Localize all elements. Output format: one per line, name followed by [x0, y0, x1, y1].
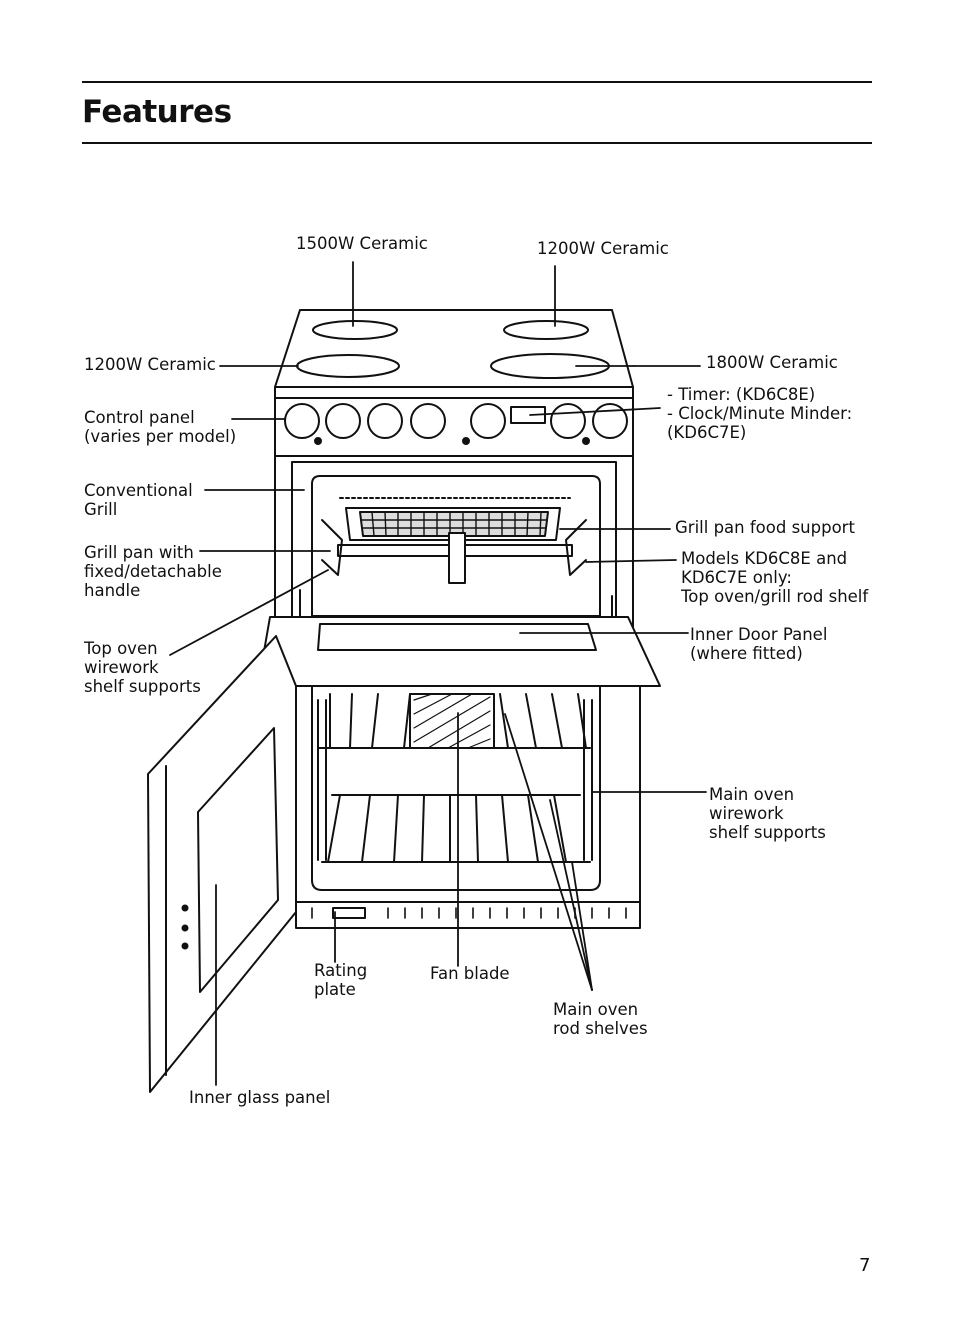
label-conventional-grill: Conventional Grill	[84, 481, 193, 519]
page-title: Features	[82, 94, 232, 130]
hob-ring-front-left	[296, 354, 400, 378]
label-inner-glass-panel: Inner glass panel	[189, 1088, 331, 1107]
label-hob-rear-right: 1200W Ceramic	[537, 239, 669, 258]
hob-ring-rear-right	[503, 320, 589, 340]
label-grill-pan: Grill pan with fixed/detachable handle	[84, 543, 222, 600]
label-hob-front-right: 1800W Ceramic	[706, 353, 838, 372]
page-number: 7	[859, 1255, 871, 1276]
label-main-oven-rod-shelves: Main oven rod shelves	[553, 1000, 648, 1038]
rating-plate	[332, 907, 366, 919]
top-oven	[274, 455, 634, 641]
hob-ring-rear-left	[312, 320, 398, 340]
label-control-panel: Control panel (varies per model)	[84, 408, 237, 446]
label-top-oven-rod-shelf: Models KD6C8E and KD6C7E only: Top oven/…	[681, 549, 869, 606]
fan-cover	[409, 693, 495, 749]
main-oven-lower-shelf	[321, 794, 591, 863]
label-hob-rear-left: 1500W Ceramic	[296, 234, 428, 253]
label-main-oven-supports: Main oven wirework shelf supports	[709, 785, 826, 842]
label-grill-pan-food-support: Grill pan food support	[675, 518, 855, 537]
label-fan-blade: Fan blade	[430, 964, 510, 983]
title-underline	[82, 142, 872, 144]
top-oven-door	[257, 616, 661, 687]
main-oven-upper-shelf	[317, 693, 591, 749]
hob-top	[274, 309, 634, 399]
label-top-oven-supports: Top oven wirework shelf supports	[84, 639, 201, 696]
control-panel	[274, 397, 634, 457]
label-timer: - Timer: (KD6C8E) - Clock/Minute Minder:…	[667, 385, 853, 442]
label-rating-plate: Rating plate	[314, 961, 368, 999]
top-rule	[82, 81, 872, 83]
main-oven-door	[147, 635, 297, 1093]
label-inner-door-panel: Inner Door Panel (where fitted)	[690, 625, 828, 663]
leader-lines	[169, 261, 707, 1086]
main-oven	[295, 685, 641, 929]
label-hob-front-left: 1200W Ceramic	[84, 355, 216, 374]
